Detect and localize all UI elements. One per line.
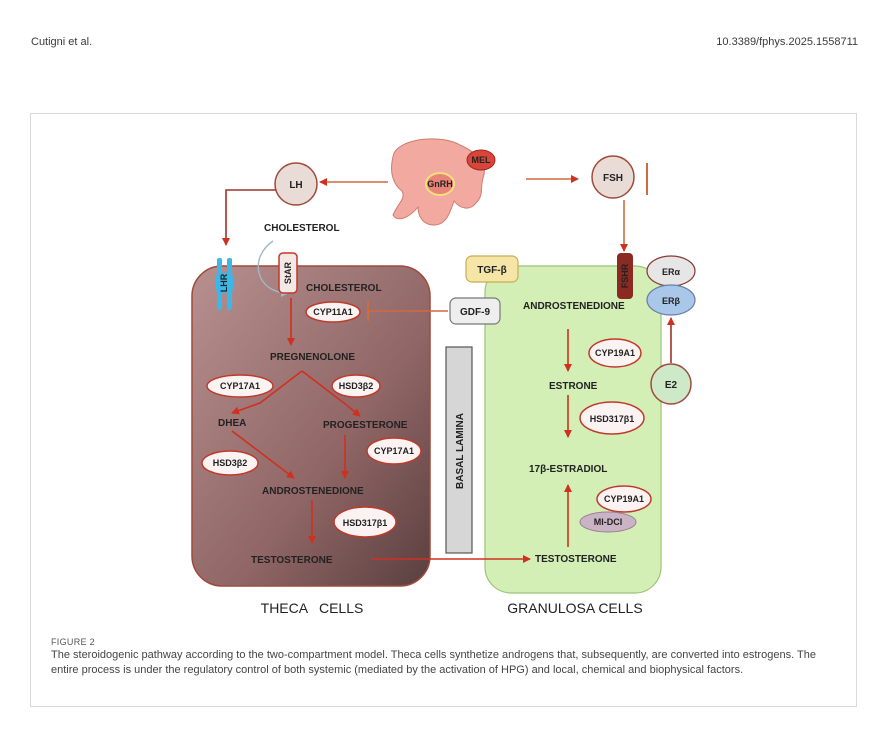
theca-cyp11a1-label: CYP11A1 bbox=[313, 307, 353, 317]
theca-progesterone: PROGESTERONE bbox=[323, 420, 408, 431]
lhr-receptor bbox=[216, 258, 233, 310]
theca-dhea: DHEA bbox=[218, 418, 246, 429]
theca-cyp17a1-b-label: CYP17A1 bbox=[374, 446, 414, 456]
basal-lamina bbox=[445, 346, 473, 554]
gdf9-box bbox=[449, 297, 501, 325]
erb-node bbox=[646, 284, 696, 316]
theca-hsd3b2-b-label: HSD3β2 bbox=[213, 458, 248, 468]
granulosa-cyp19a1-b bbox=[596, 485, 652, 513]
theca-pregnenolone: PREGNENOLONE bbox=[270, 352, 355, 363]
star-protein bbox=[278, 252, 298, 294]
gnrh-node bbox=[425, 172, 455, 196]
theca-cyp17a1-b bbox=[366, 437, 422, 465]
basal-lamina-label: BASAL LAMINA bbox=[455, 413, 466, 489]
granulosa-cyp19a1-b-label: CYP19A1 bbox=[604, 494, 644, 504]
arrow-dhea-androstenedione bbox=[231, 430, 295, 479]
granulosa-testosterone: TESTOSTERONE bbox=[535, 554, 617, 565]
arrow-pregnenolone-progesterone bbox=[301, 370, 361, 417]
granulosa-midci-label: MI-DCI bbox=[594, 517, 623, 527]
gnrh-label: GnRH bbox=[427, 179, 453, 189]
figure-caption-text: The steroidogenic pathway according to t… bbox=[51, 649, 816, 676]
granulosa-midci bbox=[579, 511, 637, 533]
theca-hsd17b1 bbox=[333, 506, 397, 538]
theca-hsd3b2-b bbox=[201, 450, 259, 476]
tgfb-box bbox=[465, 255, 519, 283]
granulosa-androstenedione: ANDROSTENEDIONE bbox=[523, 301, 625, 312]
cholesterol-transport-arrow bbox=[257, 240, 289, 297]
lhr-label: LHR bbox=[219, 273, 229, 292]
cholesterol-outside: CHOLESTEROL bbox=[264, 223, 340, 234]
granulosa-cell-label: GRANULOSA CELLS bbox=[507, 600, 642, 616]
granulosa-cyp19a1-a-label: CYP19A1 bbox=[595, 348, 635, 358]
fshr-label: FSHR bbox=[620, 263, 630, 288]
theca-cyp17a1-a-label: CYP17A1 bbox=[220, 381, 260, 391]
gdf9-label: GDF-9 bbox=[460, 307, 490, 318]
lh-label: LH bbox=[289, 180, 302, 191]
header-doi[interactable]: 10.3389/fphys.2025.1558711 bbox=[716, 36, 858, 48]
granulosa-estradiol: 17β-ESTRADIOL bbox=[529, 464, 607, 475]
figure-frame bbox=[30, 113, 857, 707]
header-author: Cutigni et al. bbox=[31, 36, 93, 48]
theca-cyp11a1 bbox=[305, 301, 361, 323]
star-label: StAR bbox=[283, 262, 293, 284]
steroidogenesis-diagram: BASAL LAMINA MEL GnRH LH FSH LHR CHOLEST… bbox=[191, 138, 696, 616]
theca-hsd17b1-label: HSD317β1 bbox=[343, 518, 388, 528]
fsh-label: FSH bbox=[603, 173, 623, 184]
mel-label: MEL bbox=[472, 155, 492, 165]
theca-cyp17a1-a bbox=[206, 374, 274, 398]
granulosa-estrone: ESTRONE bbox=[549, 381, 598, 392]
e2-node bbox=[650, 363, 692, 405]
granulosa-cyp19a1-a bbox=[588, 338, 642, 368]
mel-node bbox=[466, 149, 496, 171]
arrow-lh-to-lhr bbox=[222, 189, 276, 246]
theca-cell-label: THECA CELLS bbox=[261, 600, 364, 616]
granulosa-hsd17b1-label: HSD317β1 bbox=[590, 414, 635, 424]
theca-hsd3b2-a bbox=[331, 374, 381, 398]
theca-cell bbox=[191, 265, 431, 587]
tgfb-label: TGF-β bbox=[477, 265, 506, 276]
figure-caption-label: FIGURE 2 bbox=[51, 637, 95, 647]
theca-androstenedione: ANDROSTENEDIONE bbox=[262, 486, 364, 497]
arrow-pregnenolone-dhea bbox=[231, 370, 303, 415]
fsh-node bbox=[591, 155, 635, 199]
lh-node bbox=[274, 162, 318, 206]
granulosa-hsd17b1 bbox=[579, 401, 645, 435]
theca-testosterone: TESTOSTERONE bbox=[251, 555, 333, 566]
theca-cholesterol: CHOLESTEROL bbox=[306, 283, 382, 294]
era-label: ERα bbox=[662, 267, 681, 277]
erb-label: ERβ bbox=[662, 296, 681, 306]
fshr-receptor bbox=[617, 253, 633, 299]
e2-label: E2 bbox=[665, 380, 678, 391]
theca-hsd3b2-a-label: HSD3β2 bbox=[339, 381, 374, 391]
